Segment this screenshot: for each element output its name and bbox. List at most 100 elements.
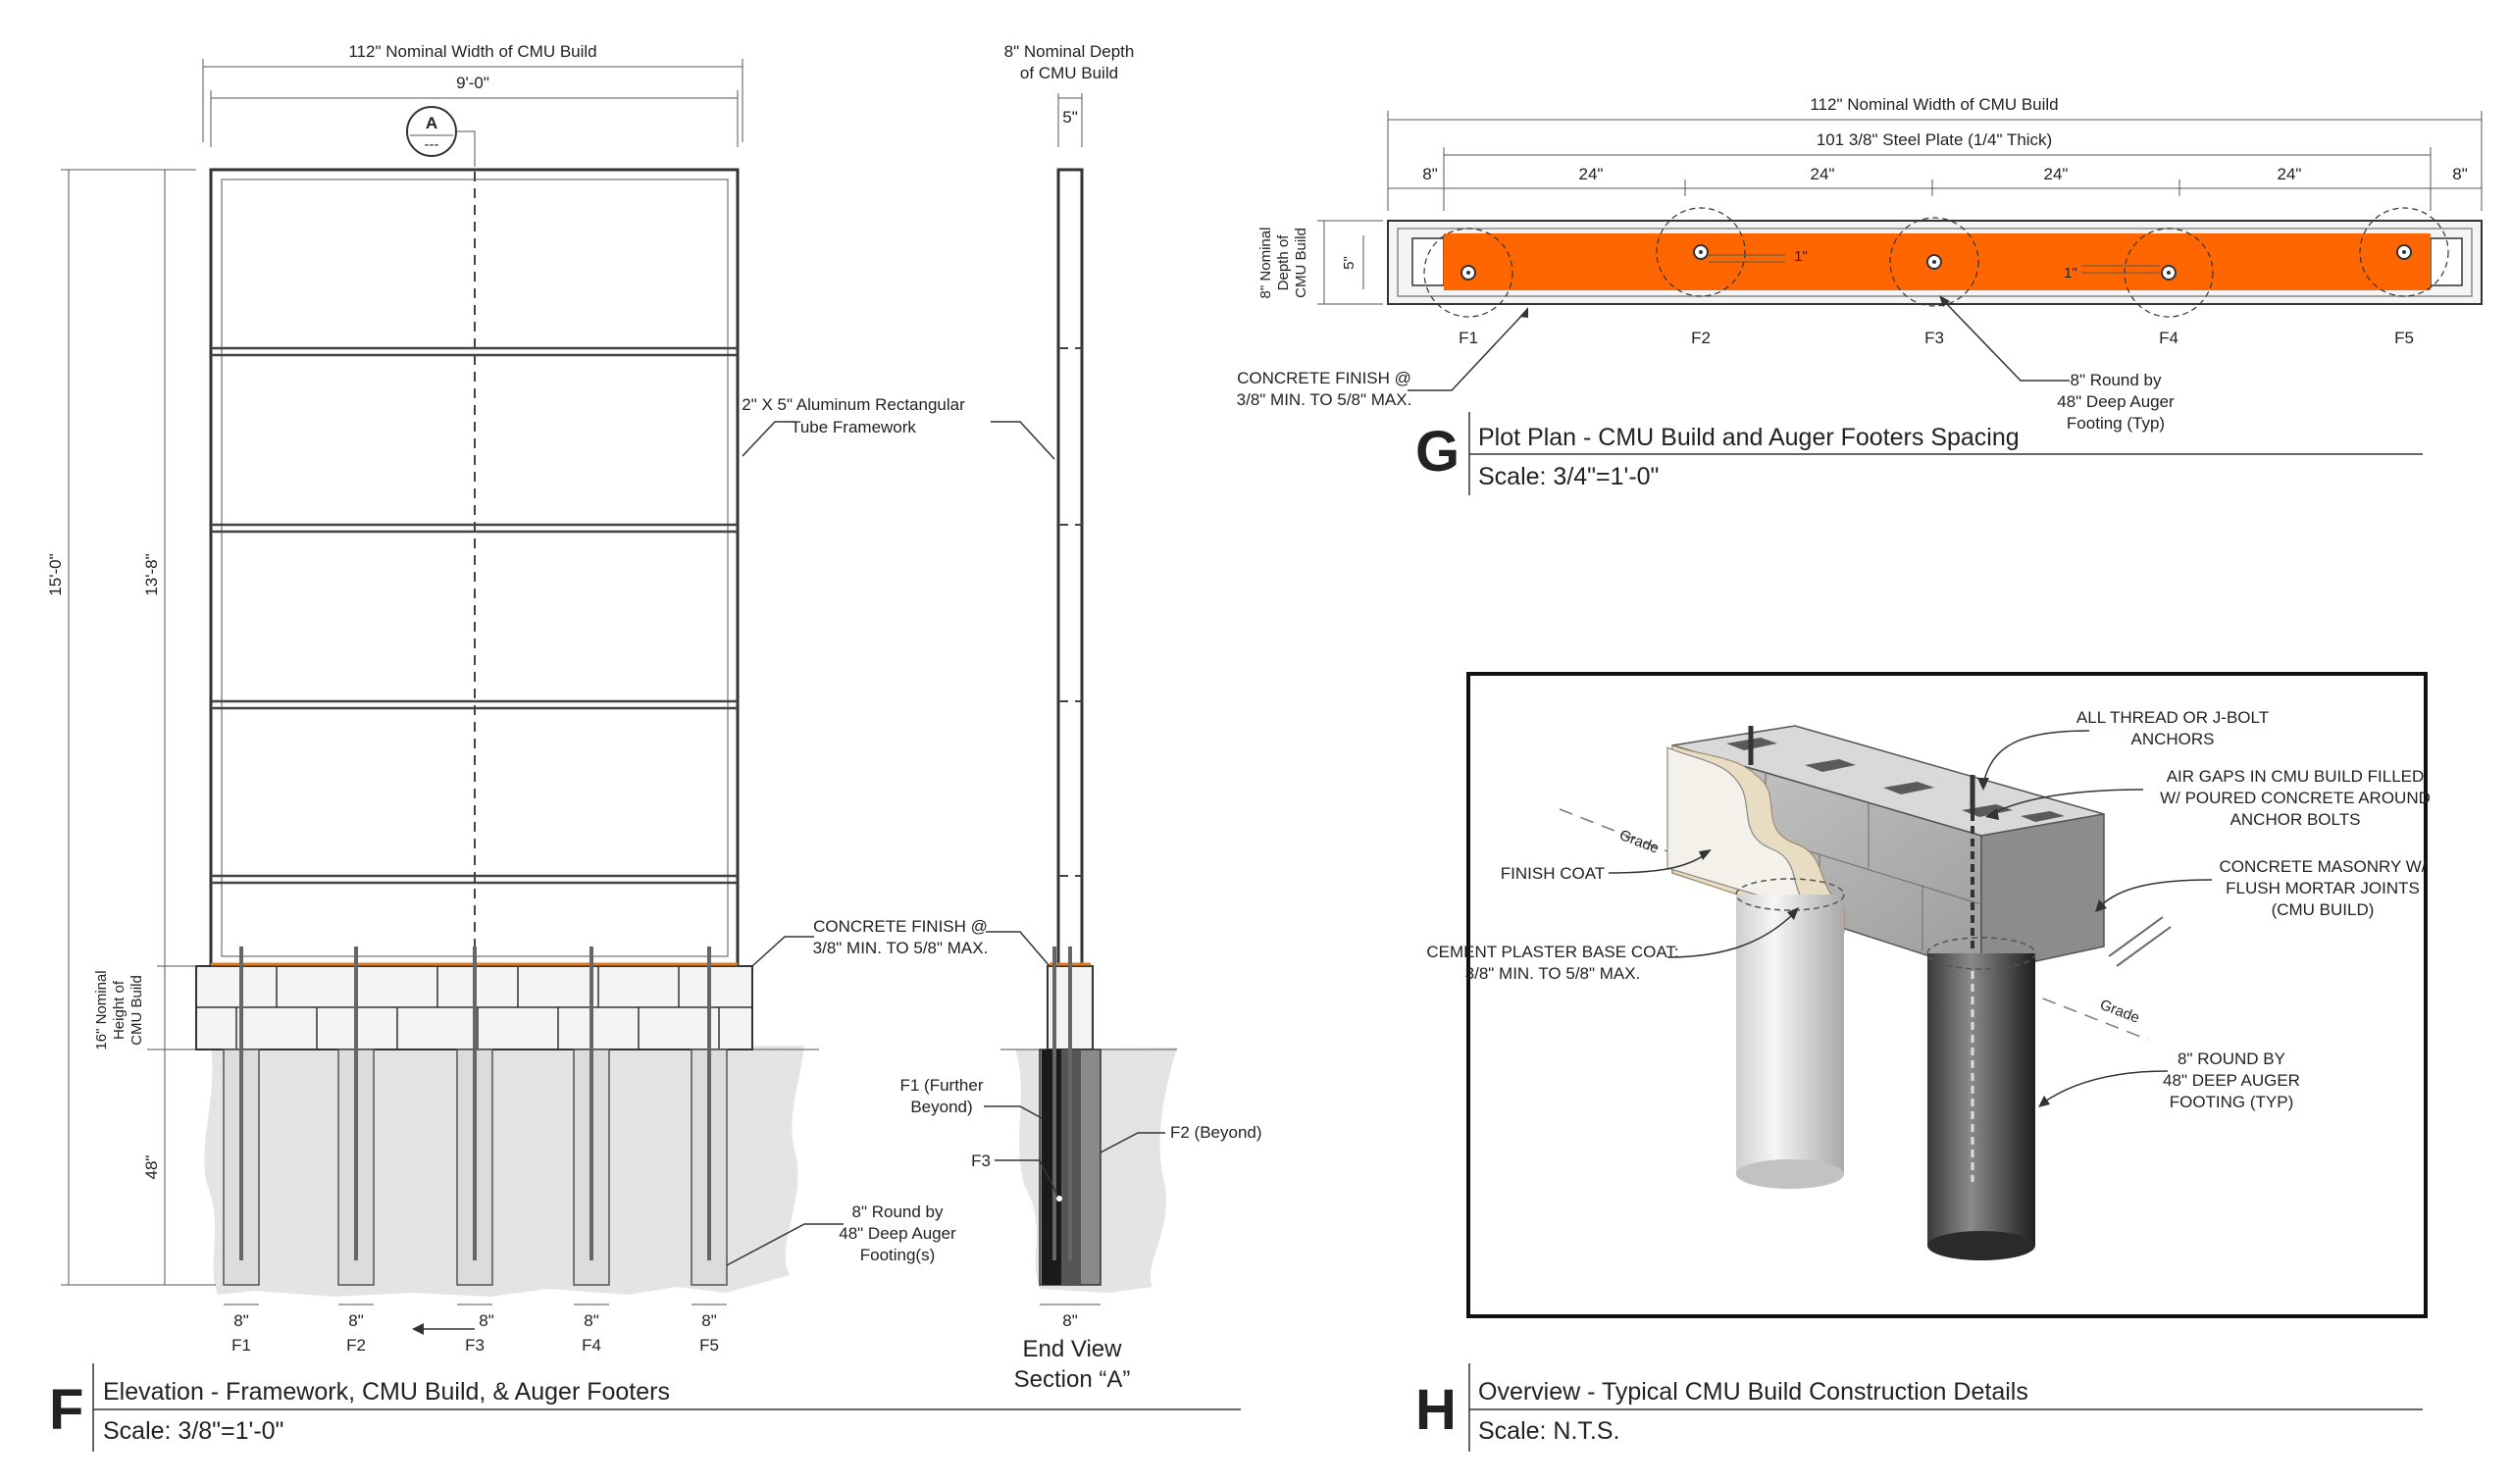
leader-line bbox=[1608, 852, 1708, 874]
plaster-label: 3/8" MIN. TO 5/8" MAX. bbox=[1465, 964, 1641, 983]
plot-width-label: 112" Nominal Width of CMU Build bbox=[1810, 95, 2058, 114]
overview-h: Grade Grade bbox=[1415, 672, 2431, 1452]
finish-callout: 3/8" MIN. TO 5/8" MAX. bbox=[813, 939, 989, 957]
footing-label: F4 bbox=[582, 1336, 601, 1355]
footing-f3 bbox=[456, 947, 493, 1286]
plate-length-label: 101 3/8" Steel Plate (1/4" Thick) bbox=[1817, 130, 2052, 149]
footing-f5 bbox=[691, 947, 728, 1286]
leader-line bbox=[726, 1223, 844, 1266]
footing-size: 8" bbox=[348, 1311, 364, 1330]
plot-footing-f2 bbox=[1656, 207, 1746, 297]
leader-line bbox=[991, 421, 1055, 460]
air-gaps-label: W/ POURED CONCRETE AROUND bbox=[2160, 789, 2431, 807]
footing-f2 bbox=[337, 947, 375, 1286]
frame-post bbox=[1056, 168, 1084, 968]
width-label: 9'-0" bbox=[456, 74, 489, 92]
cmu-end-face bbox=[1980, 813, 2105, 974]
plot-finish-callout: CONCRETE FINISH @ bbox=[1237, 369, 1411, 387]
cmu-label: (CMU BUILD) bbox=[2272, 900, 2375, 919]
finish-callout: CONCRETE FINISH @ bbox=[813, 917, 988, 936]
drawing-scale: Scale: 3/4"=1'-0" bbox=[1478, 463, 1659, 490]
overview-footing-label: 48" DEEP AUGER bbox=[2163, 1071, 2300, 1090]
plot-footing-label: F5 bbox=[2394, 329, 2414, 347]
f2-beyond-label: F2 (Beyond) bbox=[1170, 1123, 1262, 1142]
framework-callout: Tube Framework bbox=[791, 418, 916, 436]
f3-label: F3 bbox=[971, 1151, 991, 1170]
end-bottom-dim: 8" bbox=[1062, 1311, 1078, 1330]
air-gaps-label: ANCHOR BOLTS bbox=[2230, 810, 2361, 829]
cmu-label: FLUSH MORTAR JOINTS bbox=[2226, 879, 2420, 897]
frame-height-label: 13'-8" bbox=[142, 553, 161, 595]
plot-footing-f5 bbox=[2359, 207, 2449, 297]
plot-footing-label: F2 bbox=[1691, 329, 1711, 347]
plate-depth-label: 5" bbox=[1341, 256, 1358, 270]
drawing-title: Elevation - Framework, CMU Build, & Auge… bbox=[103, 1378, 670, 1406]
air-gaps-label: AIR GAPS IN CMU BUILD FILLED bbox=[2167, 767, 2425, 786]
spacing-label: 8" bbox=[1422, 165, 1438, 183]
plot-footing-label: F3 bbox=[1924, 329, 1944, 347]
footing-cylinder-dark bbox=[1926, 937, 2036, 1260]
spacing-label: 24" bbox=[1811, 165, 1835, 183]
leader-line bbox=[986, 931, 1051, 967]
footing-label: F1 bbox=[231, 1336, 251, 1355]
leader-line bbox=[742, 421, 796, 457]
overview-footing-label: 8" ROUND BY bbox=[2178, 1049, 2285, 1068]
anchors-label: ALL THREAD OR J-BOLT bbox=[2076, 708, 2269, 727]
end-depth-label: of CMU Build bbox=[1020, 64, 1118, 82]
footing-f1 bbox=[223, 947, 260, 1286]
section-marker-sub: --- bbox=[425, 136, 439, 153]
plot-finish-callout: 3/8" MIN. TO 5/8" MAX. bbox=[1237, 390, 1412, 409]
plot-footing-f1 bbox=[1423, 228, 1513, 318]
footing-depth-label: 48" bbox=[142, 1155, 161, 1180]
leader-line bbox=[1941, 298, 2070, 382]
end-footing-further bbox=[1042, 1049, 1061, 1285]
leader-line bbox=[2041, 1070, 2169, 1104]
f1-further-label: Beyond) bbox=[910, 1098, 972, 1116]
drawing-title: Overview - Typical CMU Build Constructio… bbox=[1478, 1378, 2028, 1406]
plot-footing-callout: Footing (Typ) bbox=[2067, 414, 2165, 433]
cmu-height-label: Height of bbox=[111, 980, 128, 1040]
anchors-label: ANCHORS bbox=[2130, 730, 2214, 748]
plot-plan-g: 112" Nominal Width of CMU Build 101 3/8"… bbox=[1237, 95, 2483, 495]
total-height-label: 15'-0" bbox=[46, 553, 65, 595]
section-marker-label: A bbox=[426, 114, 437, 132]
footing-callout: Footing(s) bbox=[860, 1246, 936, 1264]
spacing-label: 8" bbox=[2452, 165, 2468, 183]
spacing-label: 24" bbox=[2044, 165, 2069, 183]
offset-label: 1" bbox=[2064, 265, 2077, 281]
leader-line bbox=[751, 936, 814, 967]
plot-footing-callout: 48" Deep Auger bbox=[2057, 392, 2175, 411]
offset-label: 1" bbox=[1794, 248, 1808, 265]
title-letter: H bbox=[1415, 1378, 1457, 1442]
end-view-a: 8" Nominal Depth of CMU Build 5" F1 (Fur… bbox=[899, 42, 1261, 1393]
plot-depth-label: Depth of bbox=[1275, 234, 1292, 291]
leader-line bbox=[1408, 311, 1526, 391]
plot-footing-f3 bbox=[1889, 217, 1979, 307]
plot-footing-label: F4 bbox=[2159, 329, 2178, 347]
finish-coat bbox=[1666, 746, 1816, 913]
cmu-label: CONCRETE MASONRY W/ bbox=[2220, 857, 2427, 876]
end-view-title: End View bbox=[1023, 1336, 1123, 1362]
elevation-f: 112" Nominal Width of CMU Build 9'-0" A … bbox=[46, 42, 1241, 1452]
framework-callout: 2" X 5" Aluminum Rectangular bbox=[742, 395, 965, 414]
footing-size: 8" bbox=[479, 1311, 494, 1330]
plot-footing-callout: 8" Round by bbox=[2071, 371, 2162, 389]
finish-coat-label: FINISH COAT bbox=[1501, 864, 1605, 883]
plot-footing-label: F1 bbox=[1459, 329, 1478, 347]
title-letter: F bbox=[49, 1378, 83, 1442]
footing-label: F3 bbox=[465, 1336, 485, 1355]
title-letter: G bbox=[1415, 420, 1460, 484]
leader-line bbox=[2098, 879, 2213, 908]
plot-depth-label: 8" Nominal bbox=[1257, 228, 1274, 299]
footing-callout: 48" Deep Auger bbox=[839, 1224, 956, 1243]
cmu-height-label: CMU Build bbox=[128, 975, 145, 1046]
leader-line bbox=[1666, 911, 1796, 958]
end-view-title: Section “A” bbox=[1014, 1366, 1131, 1393]
drawing-title: Plot Plan - CMU Build and Auger Footers … bbox=[1478, 424, 2020, 451]
nominal-width-label: 112" Nominal Width of CMU Build bbox=[348, 42, 596, 61]
drawing-scale: Scale: 3/8"=1'-0" bbox=[103, 1417, 283, 1445]
spacing-label: 24" bbox=[1579, 165, 1604, 183]
footing-size: 8" bbox=[701, 1311, 717, 1330]
spacing-label: 24" bbox=[2278, 165, 2302, 183]
